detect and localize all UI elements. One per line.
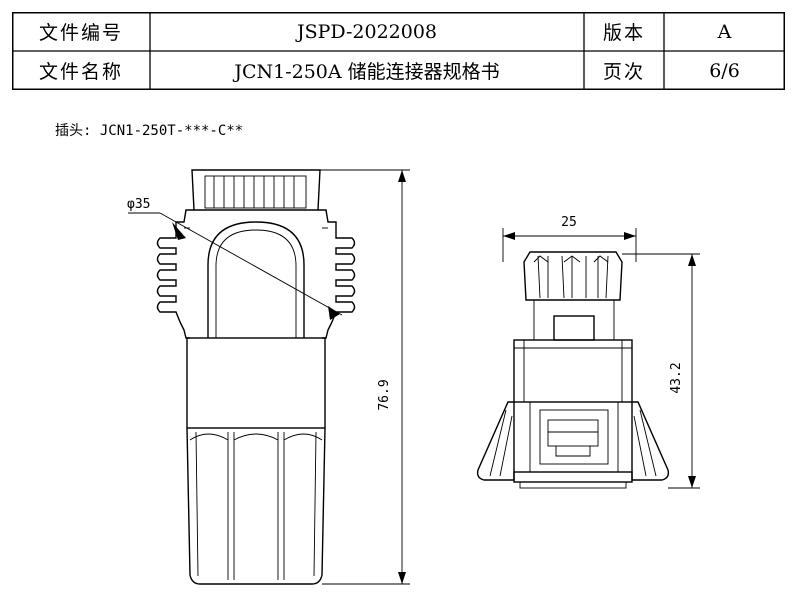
finned-body: [156, 209, 356, 339]
version-value: A: [717, 20, 732, 43]
version-label: 版本: [602, 22, 645, 44]
side-flared-base: [476, 401, 670, 489]
diameter-label: φ35: [127, 197, 150, 212]
width-label: 25: [561, 215, 577, 230]
height-dimension: 43.2: [622, 253, 700, 489]
title-block-grid: [12, 12, 785, 90]
page-value: 6/6: [709, 59, 740, 82]
diameter-dimension: φ35: [127, 197, 343, 320]
length-label: 76.9: [377, 379, 392, 410]
side-body: [513, 339, 633, 473]
length-dimension: 76.9: [320, 169, 410, 585]
side-neck-frame: [533, 299, 615, 341]
side-top-cap: [523, 251, 623, 301]
coupling-sleeve: [186, 337, 326, 429]
doc-name-label: 文件名称: [38, 61, 123, 83]
doc-number-value: JSPD-2022008: [296, 20, 438, 43]
side-neck: [553, 315, 595, 341]
width-dimension: 25: [502, 215, 637, 262]
height-label: 43.2: [669, 362, 684, 393]
side-view: 25 43.2: [476, 215, 700, 489]
page-label: 页次: [602, 61, 645, 83]
doc-number-label: 文件编号: [38, 22, 123, 44]
title-block: 文件编号 JSPD-2022008 版本 A 文件名称 JCN1-250A 储能…: [12, 12, 785, 90]
doc-name-value: JCN1-250A 储能连接器规格书: [234, 61, 500, 83]
top-nut: [191, 169, 321, 211]
rear-housing: [186, 427, 326, 585]
part-number-label: 插头: JCN1-250T-***-C**: [55, 123, 244, 139]
front-view: φ35 76.9: [127, 169, 410, 585]
